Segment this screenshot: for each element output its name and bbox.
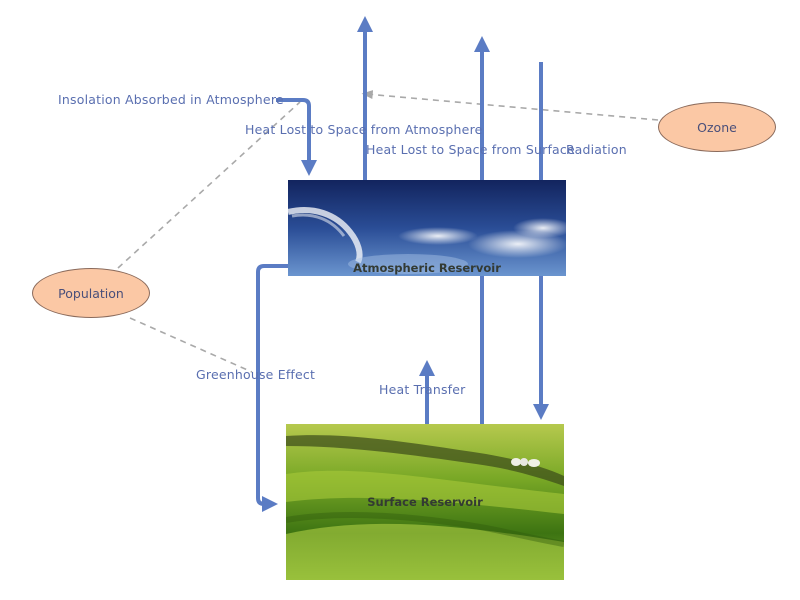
link-population-insolation[interactable] bbox=[117, 101, 301, 269]
atmospheric-reservoir[interactable]: Atmospheric Reservoir bbox=[288, 180, 566, 276]
surface-reservoir-label: Surface Reservoir bbox=[367, 495, 483, 509]
sky-image bbox=[288, 180, 566, 276]
ozone-node[interactable]: Ozone bbox=[658, 102, 776, 152]
atmospheric-reservoir-label: Atmospheric Reservoir bbox=[353, 261, 501, 275]
flow-label-heat-lost-surface: Heat Lost to Space from Surface bbox=[366, 142, 575, 157]
flow-insolation-atmosphere-arrow[interactable] bbox=[276, 98, 317, 176]
flow-greenhouse-arrow[interactable] bbox=[256, 264, 288, 512]
flow-label-heat-lost-atmosphere: Heat Lost to Space from Atmosphere bbox=[245, 122, 483, 137]
link-ozone-radiation[interactable] bbox=[361, 90, 659, 121]
link-population-greenhouse[interactable] bbox=[129, 317, 253, 373]
flow-label-greenhouse: Greenhouse Effect bbox=[196, 367, 316, 382]
field-image bbox=[286, 424, 564, 580]
surface-reservoir[interactable]: Surface Reservoir bbox=[286, 424, 564, 580]
population-label: Population bbox=[58, 285, 124, 301]
flow-label-insolation: Insolation Absorbed in Atmosphere bbox=[58, 92, 284, 107]
ozone-label: Ozone bbox=[697, 119, 737, 135]
population-node[interactable]: Population bbox=[32, 268, 150, 318]
flow-label-heat-transfer: Heat Transfer bbox=[379, 382, 466, 397]
flow-label-radiation: Radiation bbox=[566, 142, 627, 157]
